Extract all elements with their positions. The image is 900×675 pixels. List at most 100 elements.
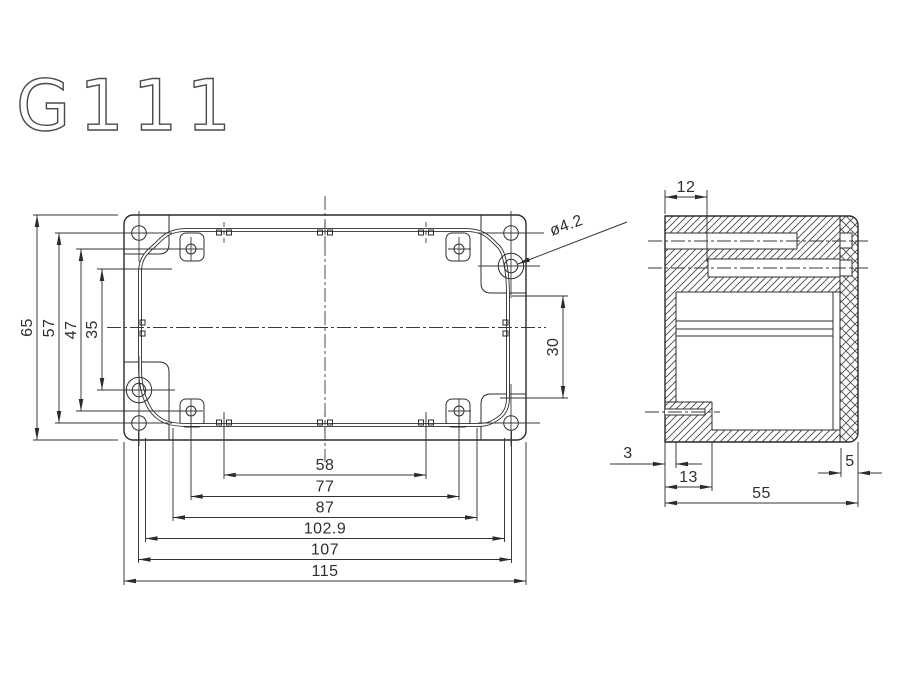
dim-arrowhead: [173, 515, 185, 520]
dim-value: 13: [679, 469, 698, 486]
dim-value: 12: [677, 179, 696, 196]
wall-hatch: [665, 249, 840, 259]
corner-pad-top-right: [480, 215, 526, 294]
clip-notch: [139, 330, 146, 337]
clip-notch: [428, 229, 434, 236]
dim-arrowhead: [700, 484, 712, 490]
clip-notch: [317, 229, 323, 236]
dim-arrowhead: [124, 578, 136, 584]
corner-pad-bottom-right: [480, 393, 526, 440]
dim-arrowhead: [653, 461, 665, 467]
wall-hatch: [665, 430, 840, 442]
dim-arrowhead: [56, 411, 62, 423]
dim-arrowhead: [56, 233, 62, 245]
dim-arrowhead: [145, 536, 158, 541]
dim-arrowhead: [665, 500, 677, 506]
clip-notch: [327, 229, 333, 236]
leader-line: [517, 221, 628, 265]
clip-notch: [418, 419, 424, 426]
dim-35: 35: [84, 269, 105, 390]
dim-12: 12: [665, 179, 707, 200]
dim-3: 3: [610, 445, 702, 467]
dim-arrowhead: [78, 399, 84, 411]
dim-55: 55: [665, 485, 858, 506]
boss-pad: [445, 232, 471, 262]
dim-arrowhead: [665, 484, 677, 490]
wall-hatch: [665, 259, 708, 292]
dim-value: 77: [316, 479, 335, 496]
dim-value: 57: [41, 319, 58, 338]
dim-30: 30: [545, 296, 566, 398]
dim-arrowhead: [447, 494, 460, 499]
dim-value: 115: [311, 563, 338, 580]
dim-58: 58: [223, 457, 427, 478]
dim-value: 30: [545, 338, 562, 357]
clip-notch: [502, 319, 509, 326]
dim-107: 107: [138, 542, 512, 562]
hole-callout: ø4.2: [517, 212, 628, 265]
boss-pad: [179, 232, 205, 262]
clip-notch: [502, 330, 509, 337]
dim-arrowhead: [560, 296, 566, 308]
lid-screw-slot: [840, 233, 852, 248]
dim-arrowhead: [78, 249, 84, 261]
boss-pad: [179, 398, 205, 428]
dim-77: 77: [190, 479, 460, 499]
dim-arrowhead: [858, 470, 870, 476]
wall-hatch: [665, 216, 840, 233]
dim-arrowhead: [34, 215, 40, 227]
dim-arrowhead: [499, 557, 512, 562]
dim-arrowhead: [465, 515, 477, 520]
dim-value: 65: [19, 318, 36, 337]
dim-arrowhead: [518, 257, 530, 264]
dim-value: 5: [845, 453, 854, 470]
dim-arrowhead: [676, 461, 688, 467]
dim-value: 58: [316, 457, 335, 474]
section-view: 12 13 55 3 5: [610, 179, 882, 507]
dim-arrowhead: [99, 378, 105, 390]
dim-arrowhead: [138, 557, 151, 562]
clip-notch: [317, 419, 323, 426]
drawing-title: G111: [16, 65, 240, 147]
dim-57: 57: [41, 233, 62, 423]
dim-value: 3: [623, 445, 632, 462]
clip-notch: [226, 229, 232, 236]
dim-arrowhead: [514, 578, 526, 584]
corner-pad-bottom-left: [124, 361, 170, 440]
wall-hatch: [665, 402, 712, 430]
dim-arrowhead: [829, 470, 841, 476]
boss-pad: [445, 398, 471, 428]
clip-notch: [226, 419, 232, 426]
dim-65: 65: [19, 215, 40, 440]
dim-arrowhead: [34, 428, 40, 440]
dim-value: 107: [311, 542, 339, 559]
dim-87: 87: [173, 500, 477, 520]
section-outline: [664, 215, 859, 443]
clip-notch: [418, 229, 424, 236]
dim-arrowhead: [190, 494, 203, 499]
dim-value: 55: [752, 485, 771, 502]
dim-value: 102.9: [304, 521, 347, 538]
dim-arrowhead: [846, 500, 858, 506]
dim-arrowhead: [99, 269, 105, 281]
dim-value: 87: [316, 500, 335, 517]
clip-notch: [216, 419, 222, 426]
dim-102.9: 102.9: [145, 521, 505, 541]
dim-arrowhead: [695, 194, 707, 200]
wall-hatch: [665, 292, 676, 402]
lid-section: [840, 216, 858, 442]
dim-arrowhead: [560, 386, 566, 398]
dim-5: 5: [818, 453, 882, 476]
dim-arrowhead: [414, 472, 427, 478]
dim-arrowhead: [223, 472, 236, 478]
wall-hatch: [708, 277, 840, 292]
dim-value: 47: [63, 321, 80, 340]
dim-value: 35: [84, 320, 101, 339]
clip-notch: [327, 419, 333, 426]
dim-47: 47: [63, 249, 84, 411]
hole-callout-label: ø4.2: [548, 212, 586, 240]
corner-pad-top-left: [124, 215, 170, 255]
dim-115: 115: [124, 563, 526, 584]
